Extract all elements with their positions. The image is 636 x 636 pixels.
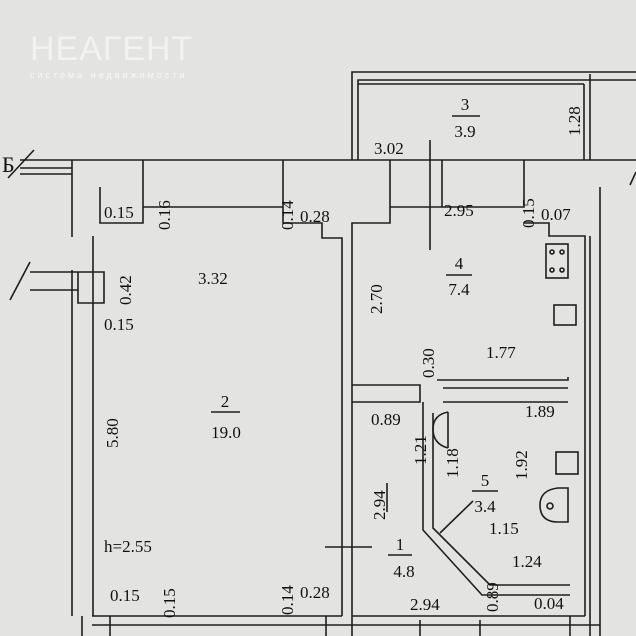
dimension: 0.15: [110, 586, 140, 605]
room-number: 1: [396, 535, 405, 554]
dimension: 2.94: [410, 595, 440, 614]
room-area: 4.8: [393, 562, 414, 581]
dimension: 3.32: [198, 269, 228, 288]
stove-icon: [545, 243, 569, 279]
dimension: 0.30: [419, 348, 438, 378]
dimension: 1.89: [525, 402, 555, 421]
dimension: 0.42: [116, 275, 135, 305]
dimensions: 0.15 0.28 3.02 2.95 0.07 3.32 0.15 1.77 …: [103, 106, 584, 618]
dimension: 0.89: [483, 582, 502, 612]
fixtures: [539, 243, 579, 523]
dimension: 0.28: [300, 583, 330, 602]
watermark-brand: НЕАГЕНТ: [30, 30, 193, 68]
dimension: 1.28: [565, 106, 584, 136]
dimension: 1.92: [512, 450, 531, 480]
dimension: 1.15: [489, 519, 519, 538]
watermark: НЕАГЕНТ система недвижимости: [30, 30, 193, 80]
room-area: 7.4: [448, 280, 470, 299]
dimension: 3.02: [374, 139, 404, 158]
room-number: 2: [221, 392, 230, 411]
dimension: 0.15: [104, 315, 134, 334]
room-number: 5: [481, 471, 490, 490]
room-5-label: 5 3.4: [472, 471, 498, 516]
dimension: 0.04: [534, 594, 564, 613]
room-4-label: 4 7.4: [446, 254, 472, 299]
dimension: 1.77: [486, 343, 516, 362]
walls: [20, 71, 636, 636]
ceiling-height: h=2.55: [104, 537, 152, 556]
dimension: 2.70: [367, 284, 386, 314]
room-area: 3.4: [474, 497, 496, 516]
room-area: 3.9: [454, 122, 475, 141]
room-1-label: 1 4.8: [388, 535, 415, 581]
dimension: 0.07: [541, 205, 571, 224]
room-number: 4: [455, 254, 464, 273]
room-number: 3: [461, 95, 470, 114]
dimension: 1.24: [512, 552, 542, 571]
toilet-icon: [539, 487, 569, 523]
dimension: 5.80: [103, 418, 122, 448]
axis-label: Б: [2, 152, 15, 177]
dimension: 0.15: [104, 203, 134, 222]
dimension: 2.94: [370, 490, 389, 520]
dimension: 0.15: [160, 588, 179, 618]
dimension: 0.15: [519, 198, 538, 228]
dimension: 1.21: [411, 435, 430, 465]
bath-sink-icon: [555, 451, 579, 475]
sink-icon: [553, 304, 577, 326]
dimension: 0.14: [278, 585, 297, 615]
watermark-tagline: система недвижимости: [30, 70, 187, 80]
dimension: 1.18: [443, 448, 462, 478]
dimension: 0.16: [155, 200, 174, 230]
dimension: 0.28: [300, 207, 330, 226]
dimension: 0.14: [278, 200, 297, 230]
room-2-label: 2 19.0: [211, 392, 241, 442]
dimension: 2.95: [444, 201, 474, 220]
room-3-label: 3 3.9: [452, 95, 480, 141]
room-area: 19.0: [211, 423, 241, 442]
dimension: 0.89: [371, 410, 401, 429]
